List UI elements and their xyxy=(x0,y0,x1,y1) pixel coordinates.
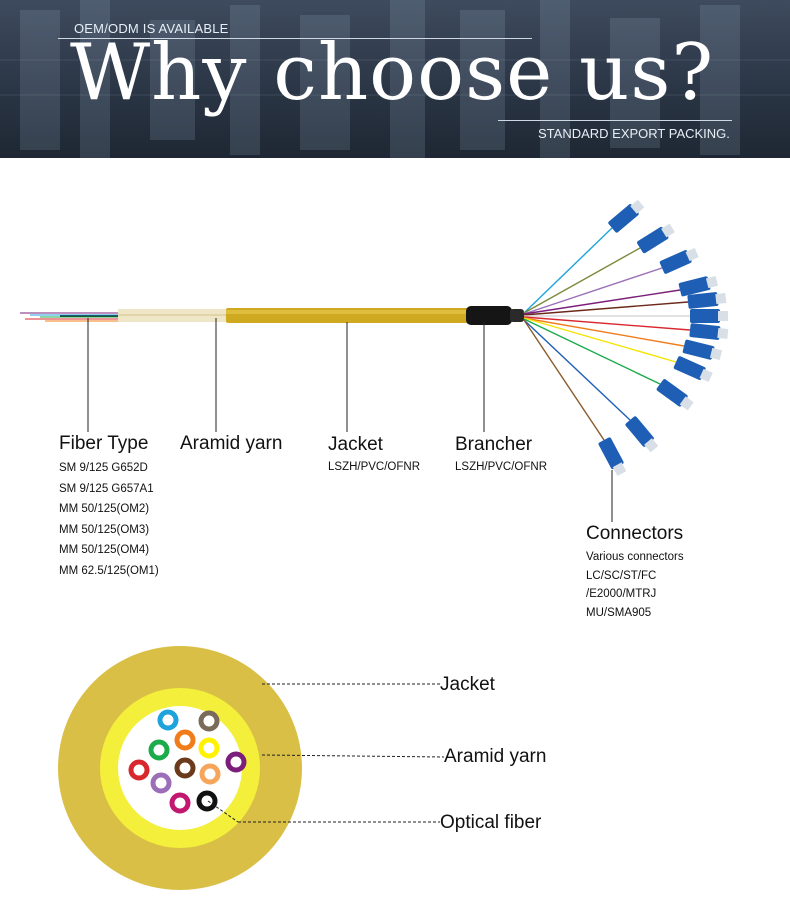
cross-section-leaders xyxy=(207,683,445,823)
connectors-title: Connectors xyxy=(586,523,684,544)
fiber-type-item: SM 9/125 G657A1 xyxy=(59,482,154,495)
jacket-title: Jacket xyxy=(328,434,383,455)
fiber-type-item: MM 62.5/125(OM1) xyxy=(59,564,159,577)
packing-text: STANDARD EXPORT PACKING. xyxy=(538,126,730,141)
fiber-type-item: MM 50/125(OM4) xyxy=(59,544,150,556)
cable-cross-section xyxy=(58,646,445,890)
banner-bottom-rule xyxy=(498,120,732,121)
header-banner: OEM/ODM IS AVAILABLE Why choose us? STAN… xyxy=(0,0,790,158)
aramid-title: Aramid yarn xyxy=(180,433,283,454)
fiber-type-title: Fiber Type xyxy=(59,433,149,454)
core-area xyxy=(118,706,242,830)
fiber-type-item: MM 50/125(OM2) xyxy=(59,503,150,515)
sc-connectors xyxy=(598,199,729,476)
bare-fibers xyxy=(20,312,120,322)
jacket-sub: LSZH/PVC/OFNR xyxy=(328,461,421,473)
connectors-item: Various connectors xyxy=(586,551,684,563)
fiber-type-item: MM 50/125(OM3) xyxy=(59,523,150,536)
banner-top-rule xyxy=(58,38,532,39)
optical-fibers xyxy=(128,709,247,814)
connectors-item: MU/SMA905 xyxy=(586,606,652,619)
cross-fiber-label: Optical fiber xyxy=(440,812,542,833)
leader-lines xyxy=(87,318,613,522)
brancher-sub: LSZH/PVC/OFNR xyxy=(455,461,548,473)
brancher-boot xyxy=(466,306,512,325)
server-racks-background xyxy=(0,0,790,158)
cross-aramid-label: Aramid yarn xyxy=(444,746,547,767)
brancher-title: Brancher xyxy=(455,434,533,455)
cross-jacket-label: Jacket xyxy=(440,674,495,695)
connectors-item: LC/SC/ST/FC xyxy=(586,569,657,582)
oem-text: OEM/ODM IS AVAILABLE xyxy=(74,21,229,36)
fiber-type-list: SM 9/125 G652D SM 9/125 G657A1 MM 50/125… xyxy=(59,458,159,581)
connectors-item: /E2000/MTRJ xyxy=(586,588,657,600)
connectors-list: Various connectors LC/SC/ST/FC /E2000/MT… xyxy=(586,548,684,622)
fanout-fibers xyxy=(523,227,691,441)
page-title: Why choose us? xyxy=(70,28,715,118)
fiber-type-item: SM 9/125 G652D xyxy=(59,462,148,474)
